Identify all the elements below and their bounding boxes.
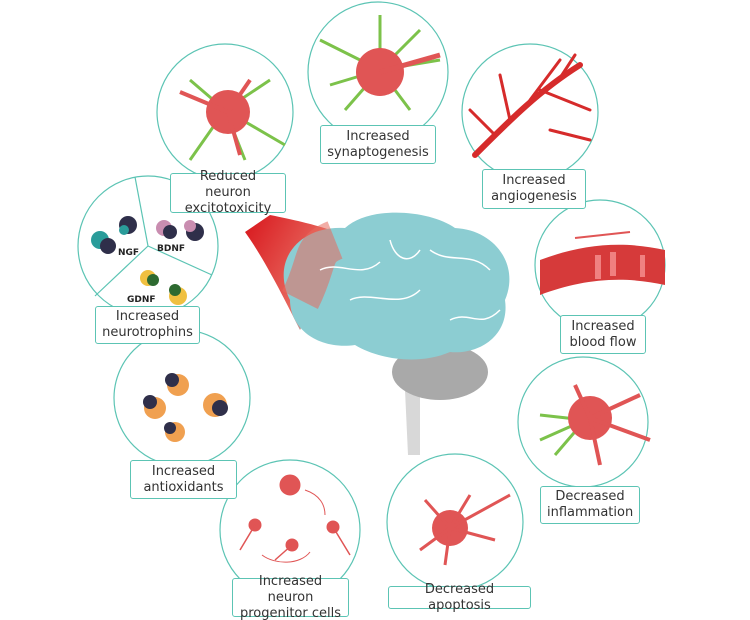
label-line: Increased xyxy=(571,318,635,334)
label-line: excitotoxicity xyxy=(184,201,272,216)
neurotrophin-molecules-icon xyxy=(91,216,204,305)
label-apoptosis: Decreased apoptosis xyxy=(388,582,531,613)
label-line: inflammation xyxy=(547,505,634,520)
apoptotic-neuron-icon xyxy=(419,493,511,566)
brain-illustration xyxy=(281,212,510,455)
label-line: antioxidants xyxy=(143,479,224,495)
label-line: Increased xyxy=(346,128,410,144)
gdnf-label: GDNF xyxy=(127,295,156,305)
blood-vessel-icon xyxy=(468,53,592,158)
label-line: Decreased apoptosis xyxy=(424,581,495,613)
progenitor-cells-icon xyxy=(239,474,351,563)
blood-flow-icon xyxy=(540,231,665,295)
label-line: synaptogenesis xyxy=(327,144,429,160)
label-line: Reduced neuron xyxy=(199,169,257,200)
label-line: neurotrophins xyxy=(102,325,193,340)
label-line: Decreased xyxy=(555,489,625,504)
neuron-icon xyxy=(539,384,651,466)
antioxidants-circle xyxy=(113,329,251,467)
label-line: blood flow xyxy=(569,334,637,350)
label-line: Increased neuron xyxy=(258,573,323,605)
label-line: Increased xyxy=(151,463,216,479)
label-line: Increased xyxy=(502,173,566,188)
label-line: progenitor cells xyxy=(239,605,342,620)
arrow-icon xyxy=(574,231,631,239)
ngf-label: NGF xyxy=(118,248,140,258)
label-line: angiogenesis xyxy=(491,189,577,204)
neuron-icon xyxy=(319,15,441,111)
antioxidant-molecules-icon xyxy=(143,373,228,442)
neuron-icon xyxy=(179,78,286,161)
bdnf-label: BDNF xyxy=(157,244,186,254)
label-line: Increased xyxy=(115,309,180,324)
